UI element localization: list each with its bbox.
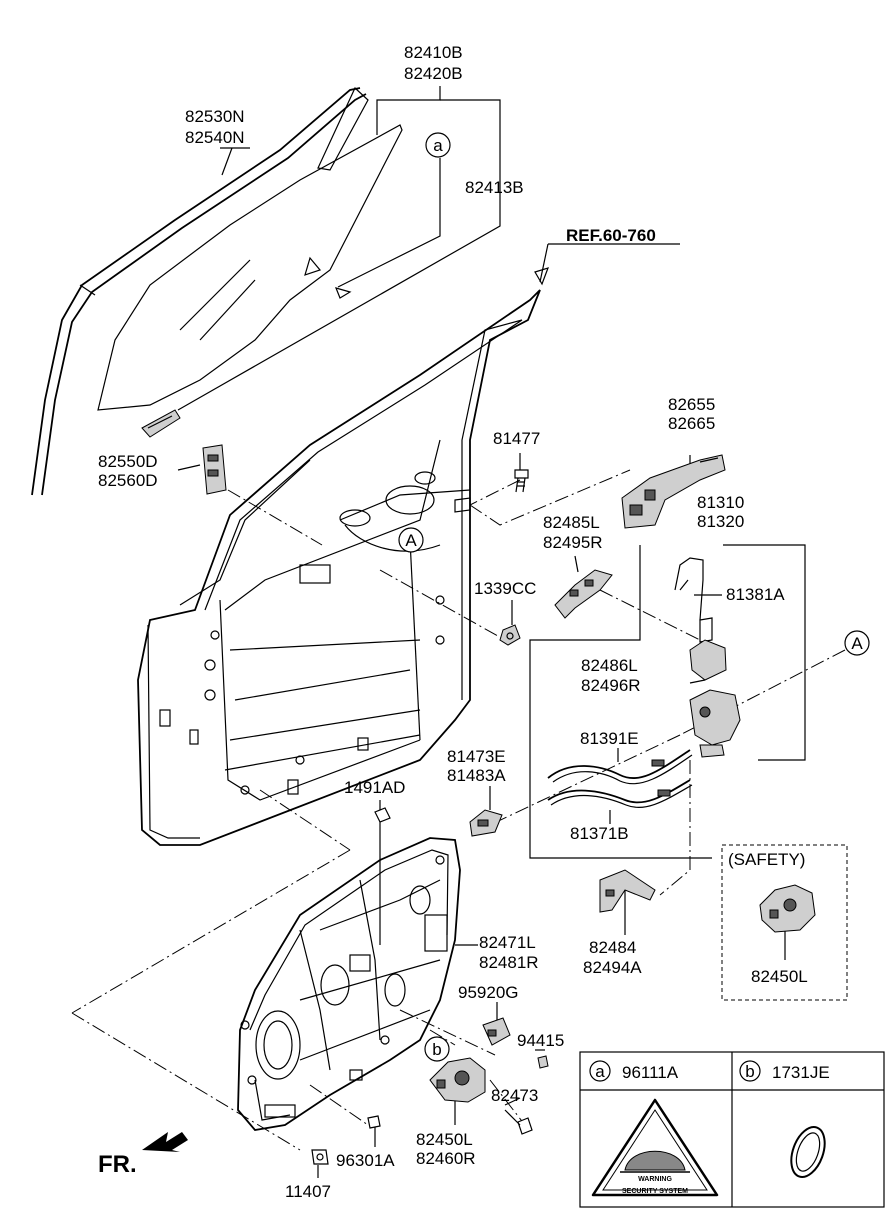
- label-96301A: 96301A: [336, 1151, 395, 1170]
- label-82481R: 82481R: [479, 953, 539, 972]
- label-82485L: 82485L: [543, 513, 600, 532]
- label-82495R: 82495R: [543, 533, 603, 552]
- label-82450L-safety: 82450L: [751, 967, 808, 986]
- latch-bracket-part: [599, 869, 656, 913]
- grommet-icon: [790, 1126, 826, 1178]
- sensor-95920G-part: [482, 1017, 511, 1046]
- handle-bracket-part: [554, 569, 613, 619]
- label-1339CC: 1339CC: [474, 579, 536, 598]
- label-81477: 81477: [493, 429, 540, 448]
- label-82450L: 82450L: [416, 1130, 473, 1149]
- callout-A-left-label: A: [405, 531, 417, 550]
- dash-lines: [71, 469, 846, 1151]
- label-82496R: 82496R: [581, 676, 641, 695]
- legend-table: a 96111A b 1731JE WARNING SECURITY SYSTE…: [579, 1051, 885, 1208]
- door-frame-part: [137, 289, 541, 846]
- label-82473: 82473: [491, 1086, 538, 1105]
- label-82494A: 82494A: [583, 958, 642, 977]
- nut-1339CC-part: [499, 624, 521, 646]
- run-channel-part: [31, 87, 369, 496]
- callout-b: b: [424, 1036, 450, 1062]
- module-panel-part: [237, 837, 461, 1131]
- label-82413B: 82413B: [465, 178, 524, 197]
- label-ref: REF.60-760: [566, 226, 656, 245]
- callout-A-left: A: [398, 527, 424, 553]
- legend-a-part: 96111A: [622, 1063, 679, 1082]
- glass-clip-part: [141, 409, 181, 438]
- screw-81477-part: [514, 469, 529, 493]
- warning-label-icon: WARNING SECURITY SYSTEM: [591, 1098, 719, 1197]
- label-94415: 94415: [517, 1031, 564, 1050]
- label-82486L: 82486L: [581, 656, 638, 675]
- callout-a-label: a: [433, 136, 443, 155]
- label-11407: 11407: [285, 1182, 331, 1201]
- callout-b-label: b: [432, 1040, 441, 1059]
- label-81320: 81320: [697, 512, 744, 531]
- legend-b-letter: b: [745, 1062, 754, 1081]
- label-1491AD: 1491AD: [344, 778, 405, 797]
- label-82540N: 82540N: [185, 128, 245, 147]
- outside-handle-part: [621, 454, 726, 529]
- label-safety: (SAFETY): [728, 850, 805, 869]
- label-81310: 81310: [697, 493, 744, 512]
- door-cables-part: [547, 749, 693, 809]
- label-82655: 82655: [668, 395, 715, 414]
- label-82484: 82484: [589, 938, 636, 957]
- label-82471L: 82471L: [479, 933, 536, 952]
- label-81391E: 81391E: [580, 729, 639, 748]
- screw-96301A-part: [367, 1115, 381, 1129]
- label-95920G: 95920G: [458, 983, 519, 1002]
- legend-a-letter: a: [595, 1062, 605, 1081]
- cable-bracket-part: [469, 809, 503, 837]
- label-81371B: 81371B: [570, 824, 629, 843]
- clip-1491AD-part: [374, 807, 391, 823]
- callout-a: a: [425, 132, 451, 158]
- callout-A-right-label: A: [851, 634, 863, 653]
- bolt-82473-part: [504, 1109, 533, 1135]
- label-82420B: 82420B: [404, 64, 463, 83]
- label-81483A: 81483A: [447, 766, 506, 785]
- safety-box: [721, 844, 848, 1001]
- part-labels: 82410B 82420B 82530N 82540N 82413B REF.6…: [98, 43, 808, 1201]
- security-text: SECURITY SYSTEM: [622, 1188, 688, 1195]
- legend-b-part: 1731JE: [772, 1063, 830, 1082]
- label-82560D: 82560D: [98, 471, 158, 490]
- label-81473E: 81473E: [447, 747, 506, 766]
- bolt-94415-part: [537, 1055, 549, 1069]
- leader-lines: [177, 86, 806, 1178]
- callout-A-right: A: [844, 630, 870, 656]
- door-latch-part: [674, 557, 741, 758]
- door-glass-part: [97, 124, 403, 411]
- label-81381A: 81381A: [726, 585, 785, 604]
- door-check-part: [202, 444, 227, 495]
- warning-text: WARNING: [638, 1176, 672, 1183]
- label-82530N: 82530N: [185, 107, 245, 126]
- label-82665: 82665: [668, 414, 715, 433]
- label-82460R: 82460R: [416, 1149, 476, 1168]
- bolt-11407-part: [311, 1149, 329, 1165]
- front-direction-arrow: FR.: [98, 1132, 188, 1178]
- label-82410B: 82410B: [404, 43, 463, 62]
- label-82550D: 82550D: [98, 452, 158, 471]
- motor-82450L-part: [429, 1057, 486, 1103]
- front-direction-label: FR.: [98, 1151, 137, 1178]
